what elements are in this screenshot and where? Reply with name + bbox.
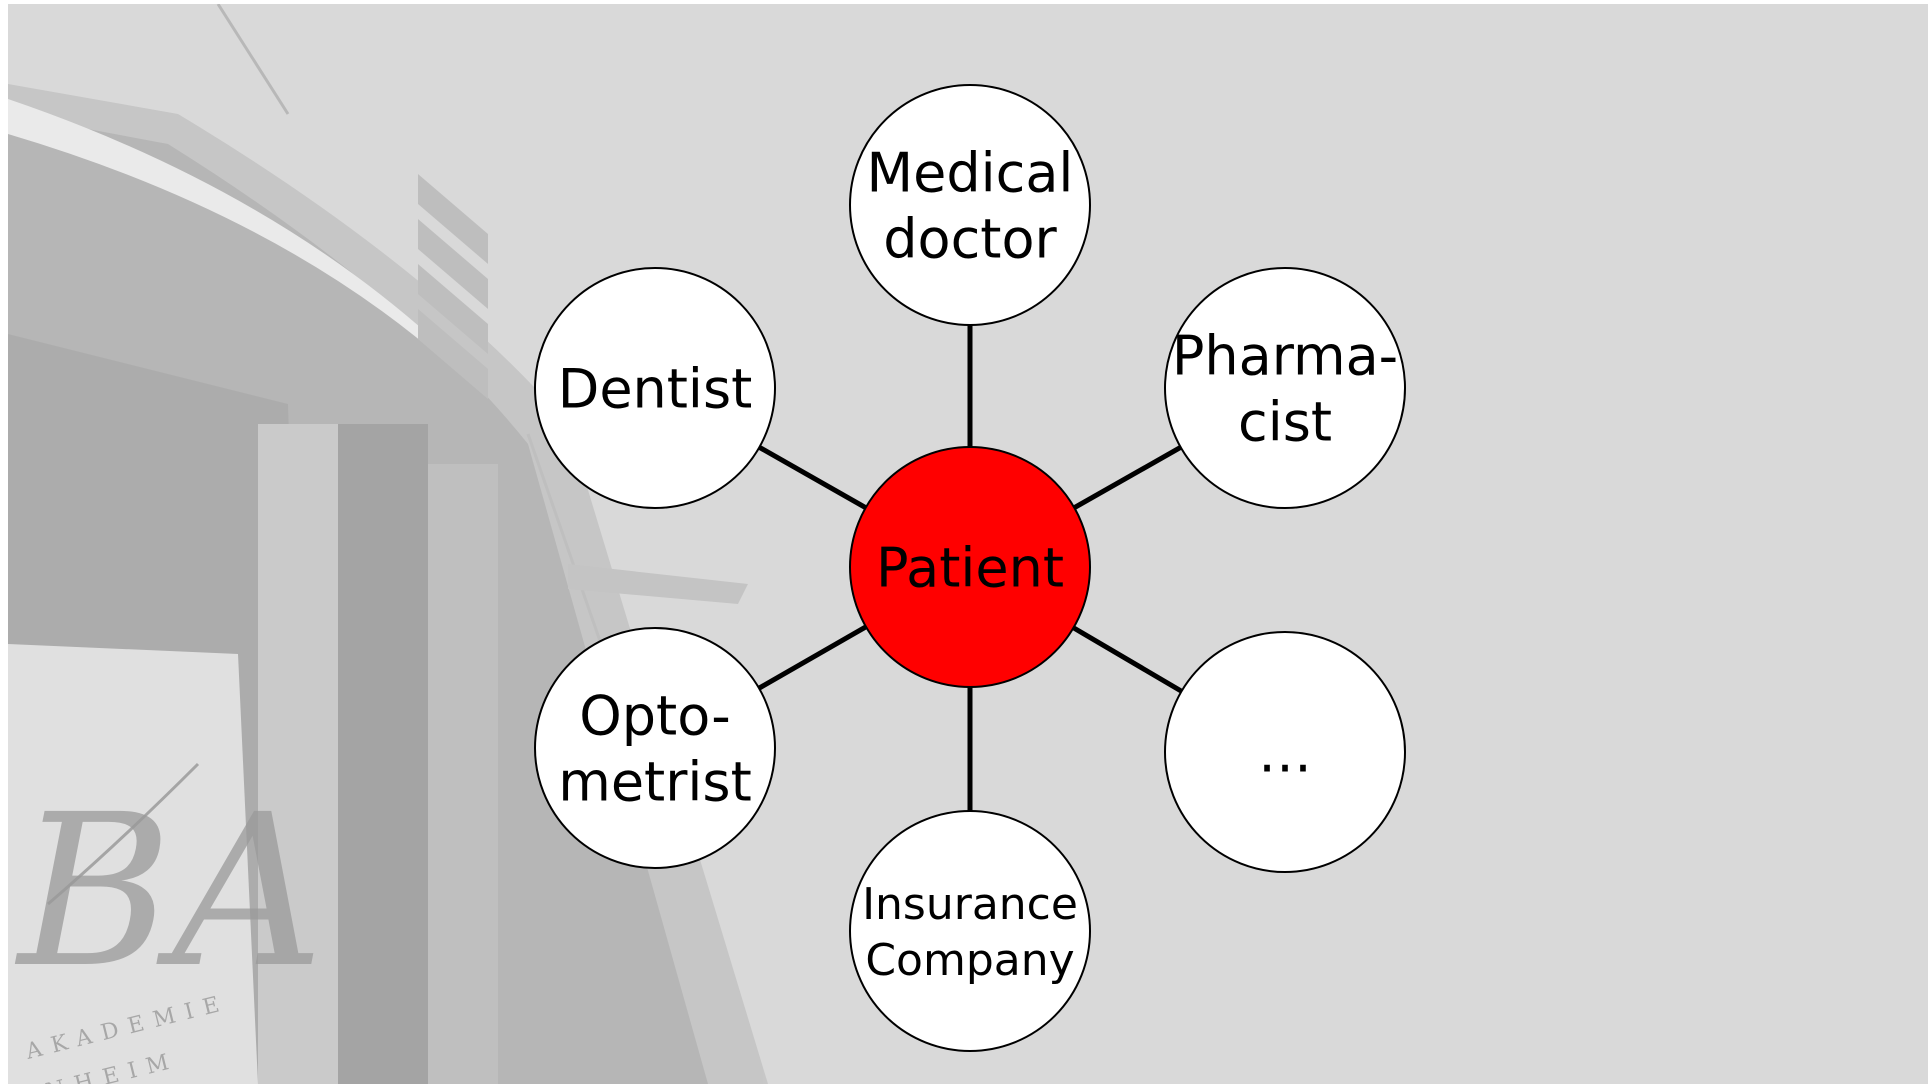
- node-label-dentist: Dentist: [558, 357, 753, 420]
- svg-text:BA: BA: [14, 769, 324, 1014]
- node-optometrist: [534, 627, 776, 869]
- node-label-pharmacist: Pharma-cist: [1172, 324, 1398, 453]
- node-dentist: [534, 267, 776, 509]
- connector-ellipsis: [1072, 625, 1183, 694]
- connector-dentist: [758, 445, 867, 510]
- node-label-ellipsis: …: [1258, 721, 1312, 784]
- node-label-patient: Patient: [876, 536, 1064, 599]
- connector-pharmacist: [1073, 445, 1182, 510]
- node-label-optometrist: Opto-metrist: [558, 684, 752, 813]
- node-pharmacist: [1164, 267, 1406, 509]
- node-medical-doctor: [849, 84, 1091, 326]
- connector-optometrist: [757, 624, 868, 691]
- node-patient: [849, 446, 1091, 688]
- node-insurance-company: [849, 810, 1091, 1052]
- node-ellipsis: [1164, 631, 1406, 873]
